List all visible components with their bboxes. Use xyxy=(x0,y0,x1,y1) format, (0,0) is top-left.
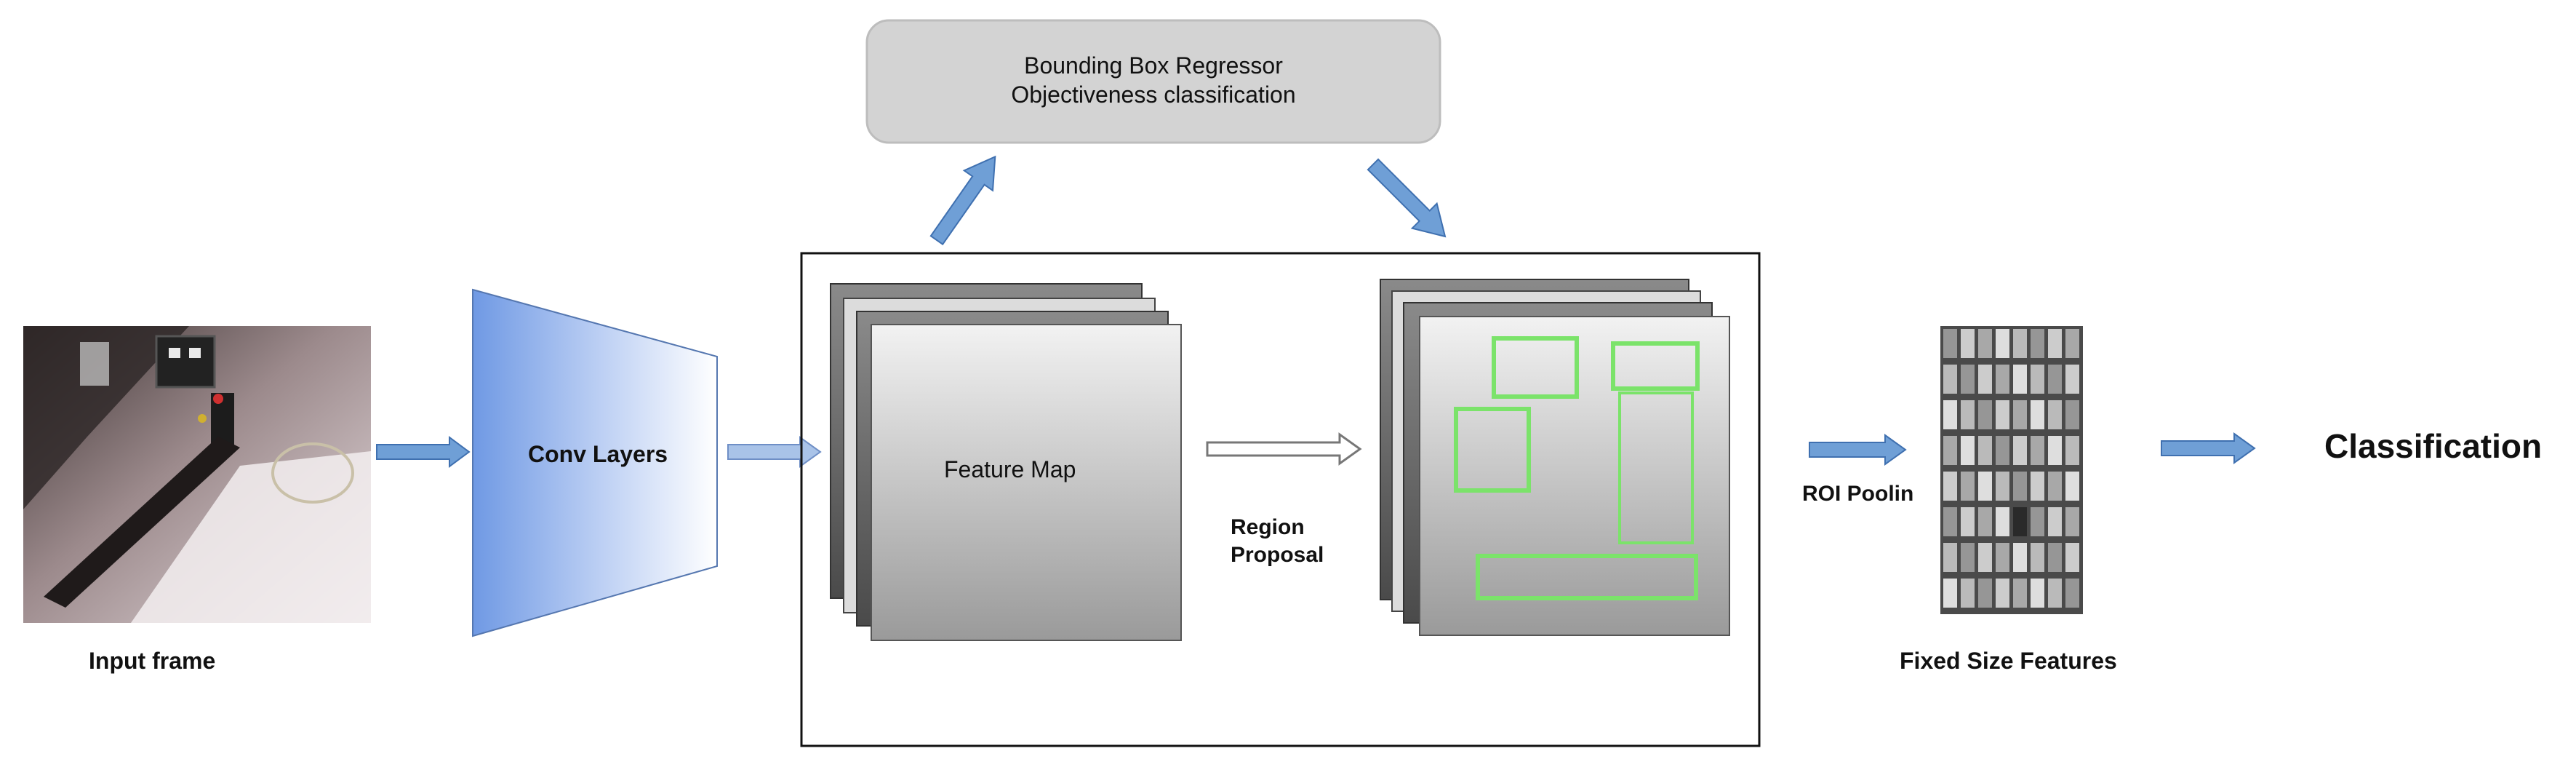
feature-cell xyxy=(2013,400,2027,429)
input-frame-image xyxy=(23,326,371,623)
feature-cell xyxy=(1996,543,2009,572)
feature-cell xyxy=(1978,543,1992,572)
feature-cell xyxy=(1943,579,1957,608)
feature-cell xyxy=(1996,329,2009,358)
feature-cell xyxy=(1961,507,1975,536)
feature-cell xyxy=(2065,365,2079,394)
feature-cell xyxy=(2031,365,2044,394)
feature-cell xyxy=(1961,365,1975,394)
feature-cell xyxy=(1996,400,2009,429)
classification-label: Classification xyxy=(2324,427,2543,465)
arrow-to-roi-pooling xyxy=(1809,434,1907,466)
feature-cell xyxy=(1996,365,2009,394)
arrow-down-from-topbox xyxy=(1367,158,1447,238)
feature-cell xyxy=(2031,472,2044,501)
feature-map-stack xyxy=(830,283,1182,641)
conv-layers-shape xyxy=(472,288,718,637)
feature-cell xyxy=(1961,436,1975,465)
fixed-size-features-label: Fixed Size Features xyxy=(1900,648,2117,674)
feature-cell xyxy=(2048,329,2062,358)
feature-cell xyxy=(1996,436,2009,465)
feature-cell xyxy=(1996,472,2009,501)
feature-cell xyxy=(2013,436,2027,465)
feature-cell xyxy=(1943,472,1957,501)
rpn-frame xyxy=(800,252,1761,747)
feature-cell xyxy=(1978,436,1992,465)
feature-cell xyxy=(2065,400,2079,429)
roi-pooling-label: ROI Poolin xyxy=(1802,482,1914,506)
arrow-up-to-topbox xyxy=(929,155,996,246)
proposal-box xyxy=(1454,407,1531,493)
feature-cell xyxy=(1978,365,1992,394)
top-box-line2: Objectiveness classification xyxy=(1011,82,1296,108)
feature-cell xyxy=(2013,579,2027,608)
fixed-size-features-grid xyxy=(1940,326,2083,614)
feature-cell xyxy=(1943,543,1957,572)
feature-cell xyxy=(2048,507,2062,536)
feature-cell xyxy=(2031,507,2044,536)
proposal-box xyxy=(1476,554,1698,600)
feature-cell xyxy=(2048,579,2062,608)
feature-cell xyxy=(1978,472,1992,501)
proposal-box xyxy=(1492,336,1579,399)
feature-cell xyxy=(2048,400,2062,429)
region-proposal-label-line1: Region xyxy=(1231,515,1305,539)
feature-cell xyxy=(1978,507,1992,536)
feature-cell xyxy=(2013,365,2027,394)
feature-cell xyxy=(1943,365,1957,394)
feature-cell xyxy=(2013,329,2027,358)
top-box xyxy=(865,19,1441,144)
feature-cell xyxy=(1978,329,1992,358)
feature-cell xyxy=(2048,436,2062,465)
feature-cell xyxy=(1943,400,1957,429)
top-box-line1: Bounding Box Regressor xyxy=(1024,52,1283,79)
feature-cell xyxy=(2048,472,2062,501)
feature-cell xyxy=(1943,507,1957,536)
feature-cell xyxy=(2065,507,2079,536)
feature-cell xyxy=(2013,472,2027,501)
feature-cell xyxy=(2065,436,2079,465)
arrow-region-proposal xyxy=(1206,432,1362,466)
conv-layers-label: Conv Layers xyxy=(528,441,668,467)
feature-cell xyxy=(1961,543,1975,572)
feature-cell xyxy=(2065,579,2079,608)
feature-cell xyxy=(1943,436,1957,465)
feature-map-label: Feature Map xyxy=(944,456,1076,482)
feature-cell xyxy=(1961,400,1975,429)
arrow-conv-to-featuremap xyxy=(727,436,822,468)
feature-cell xyxy=(2013,543,2027,572)
arrow-to-classification xyxy=(2161,432,2256,464)
region-proposal-label-line2: Proposal xyxy=(1231,543,1324,567)
feature-cell xyxy=(2065,472,2079,501)
proposal-box xyxy=(1611,341,1700,391)
feature-cell xyxy=(1978,579,1992,608)
feature-cell xyxy=(1961,329,1975,358)
feature-cell xyxy=(2031,329,2044,358)
feature-cell xyxy=(1961,579,1975,608)
feature-cell xyxy=(2013,507,2027,536)
feature-cell xyxy=(2065,543,2079,572)
feature-cell xyxy=(2031,579,2044,608)
feature-cell xyxy=(2065,329,2079,358)
feature-cell xyxy=(1978,400,1992,429)
feature-cell xyxy=(1943,329,1957,358)
proposal-map-stack xyxy=(1380,279,1730,636)
feature-cell xyxy=(2031,436,2044,465)
proposal-box xyxy=(1618,392,1694,544)
feature-cell xyxy=(1996,579,2009,608)
arrow-input-to-conv xyxy=(376,436,471,468)
feature-cell xyxy=(1961,472,1975,501)
feature-cell xyxy=(1996,507,2009,536)
feature-cell xyxy=(2031,543,2044,572)
input-frame-label: Input frame xyxy=(89,648,216,674)
feature-cell xyxy=(2048,543,2062,572)
feature-cell xyxy=(2048,365,2062,394)
feature-cell xyxy=(2031,400,2044,429)
